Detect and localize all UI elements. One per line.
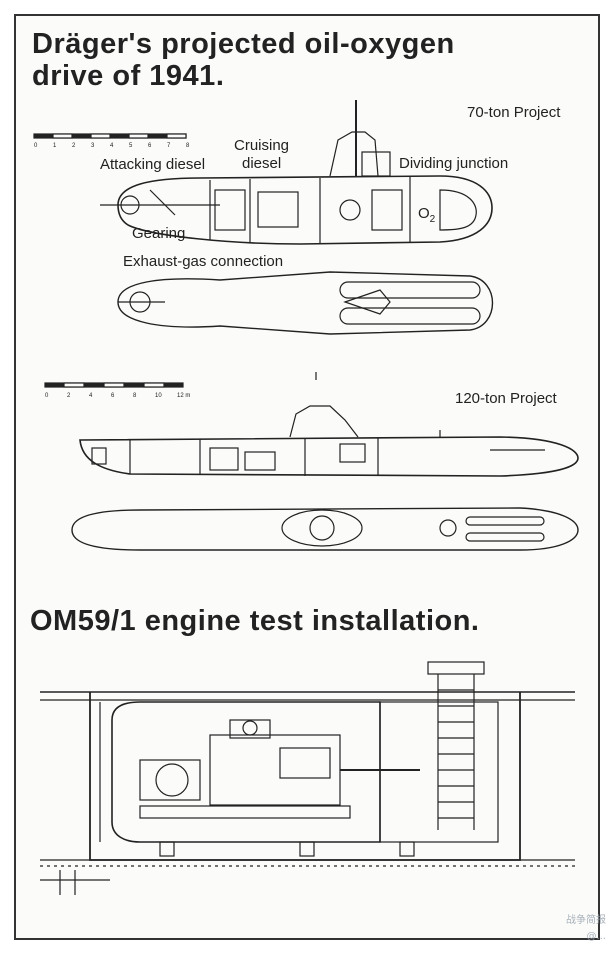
label-o2-text: O — [418, 205, 430, 222]
label-attacking-diesel: Attacking diesel — [100, 156, 206, 173]
scale-120-tick: 6 — [111, 393, 115, 399]
scale-120-tick: 2 — [67, 393, 71, 399]
title-1941-line1: Dräger's projected oil-oxygen — [32, 28, 455, 60]
scale-70-tick: 4 — [110, 143, 114, 149]
scale-120-tick: 12 m — [177, 393, 190, 399]
scale-70-tick: 8 — [186, 143, 190, 149]
scale-120-tick: 0 — [45, 393, 49, 399]
title-1941: Dräger's projected oil-oxygen drive of 1… — [32, 28, 552, 92]
title-1941-line2: drive of 1941. — [32, 60, 225, 92]
scale-120-tick: 8 — [133, 393, 137, 399]
label-gearing: Gearing — [132, 225, 186, 242]
sub-70-side-view — [100, 100, 493, 245]
engine-test-installation — [40, 661, 575, 895]
label-cruising-diesel: diesel — [242, 155, 282, 172]
label-exhaust-gas-connection: Exhaust-gas connection — [123, 253, 284, 270]
scale-120-tick: 4 — [89, 393, 93, 399]
scale-70-tick: 2 — [72, 143, 76, 149]
scale-bar-120 — [44, 382, 184, 388]
watermark-line2: @... — [586, 931, 606, 942]
label-dividing-junction: Dividing junction — [399, 155, 509, 172]
scale-70-tick: 5 — [129, 143, 133, 149]
scale-70-tick: 6 — [148, 143, 152, 149]
label-70-ton-project: 70-ton Project — [467, 104, 561, 121]
sub-120-plan-view — [71, 507, 579, 551]
sub-70-plan-view — [117, 271, 494, 380]
label-cruising: Cruising — [234, 137, 290, 154]
scale-70-tick: 7 — [167, 143, 171, 149]
scale-120-tick: 10 — [155, 393, 162, 399]
watermark: 战争简报 @... — [502, 913, 606, 947]
watermark-line1: 战争简报 — [566, 915, 606, 926]
title-om59: OM59/1 engine test installation. — [30, 605, 480, 637]
scale-70-tick: 1 — [53, 143, 57, 149]
label-120-ton-project: 120-ton Project — [455, 390, 557, 407]
scale-bar-70 — [33, 133, 187, 139]
label-o2-sub: 2 — [429, 214, 436, 225]
scale-70-tick: 0 — [34, 143, 38, 149]
label-o2: O2 — [418, 205, 435, 225]
scale-70-tick: 3 — [91, 143, 95, 149]
sub-120-side-view — [79, 405, 579, 477]
